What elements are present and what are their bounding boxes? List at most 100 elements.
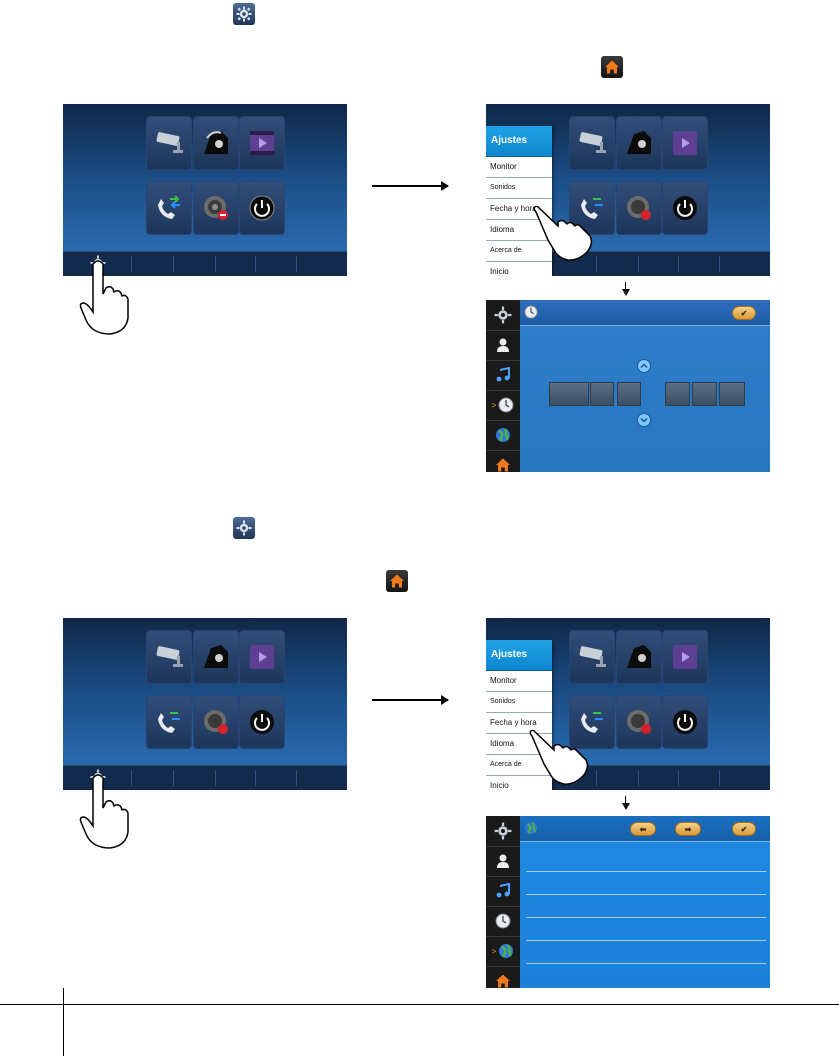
- footer-rule: [0, 1004, 839, 1005]
- gear-icon: [494, 306, 512, 324]
- previous-language-button[interactable]: ⬅: [630, 822, 656, 836]
- speaker-mute-icon: [627, 710, 651, 734]
- home-icon: [386, 570, 408, 592]
- ok-button[interactable]: ✔: [732, 306, 756, 320]
- clock-icon: [498, 397, 514, 413]
- pointing-hand-icon: [533, 206, 593, 261]
- intercom-tile[interactable]: [616, 116, 662, 170]
- settings-gear-icon: [233, 3, 255, 25]
- chevron-up-icon[interactable]: [637, 359, 651, 373]
- globe-icon: [524, 821, 538, 835]
- home-screen-1: [63, 104, 347, 276]
- next-language-button[interactable]: ➡: [675, 822, 701, 836]
- video-tile[interactable]: [239, 116, 285, 170]
- menu-item-home[interactable]: Inicio: [490, 781, 509, 790]
- language-row[interactable]: [526, 871, 766, 872]
- chevron-down-icon[interactable]: [637, 413, 651, 427]
- language-row[interactable]: [526, 917, 766, 918]
- menu-item-sounds[interactable]: Sonidos: [486, 692, 552, 713]
- call-transfer-icon: [158, 712, 180, 733]
- monitor-tile[interactable]: [146, 116, 192, 170]
- intercom-tile[interactable]: [193, 116, 239, 170]
- gear-icon: [494, 822, 512, 840]
- menu-item-about[interactable]: Acerca de: [486, 241, 552, 262]
- sidebar-user[interactable]: [486, 330, 520, 361]
- language-row[interactable]: [526, 963, 766, 964]
- hour-field[interactable]: [665, 382, 690, 406]
- monitor-tile[interactable]: [569, 630, 615, 684]
- pointing-hand-icon: [529, 730, 589, 785]
- language-row[interactable]: [526, 894, 766, 895]
- power-tile[interactable]: [662, 695, 708, 749]
- home-screen-menu-2: Ajustes Monitor Sonidos Fecha y hora Idi…: [486, 618, 770, 790]
- transfer-tile[interactable]: [569, 695, 615, 749]
- intercom-tile[interactable]: [616, 630, 662, 684]
- down-arrow: [622, 282, 630, 296]
- menu-title: Ajustes: [486, 126, 552, 157]
- menu-item-date-time[interactable]: Fecha y hora: [486, 713, 552, 734]
- settings-gear-icon: [233, 517, 255, 539]
- user-icon: [497, 854, 509, 868]
- year-field[interactable]: [549, 382, 589, 406]
- user-icon: [497, 338, 509, 352]
- transfer-tile[interactable]: [146, 695, 192, 749]
- intercom-tile[interactable]: [193, 630, 239, 684]
- menu-item-date-time[interactable]: Fecha y hora: [486, 199, 552, 220]
- video-tile[interactable]: [239, 630, 285, 684]
- sidebar-sounds[interactable]: [486, 876, 520, 907]
- sidebar-settings[interactable]: [486, 816, 520, 847]
- intercom-phone-icon: [627, 645, 651, 668]
- sidebar-language[interactable]: [486, 420, 520, 451]
- mute-tile[interactable]: [616, 695, 662, 749]
- mute-tile[interactable]: [193, 181, 239, 235]
- monitor-tile[interactable]: [569, 116, 615, 170]
- sidebar-home[interactable]: [486, 450, 520, 480]
- speaker-mute-icon: [627, 196, 651, 220]
- sidebar-language[interactable]: >: [486, 936, 520, 967]
- sidebar-clock[interactable]: >: [486, 390, 520, 421]
- intercom-phone-icon: [204, 645, 228, 668]
- second-field[interactable]: [719, 382, 745, 406]
- music-note-icon: [496, 883, 510, 898]
- video-tile[interactable]: [662, 116, 708, 170]
- sidebar-settings[interactable]: [486, 300, 520, 331]
- menu-item-monitor[interactable]: Monitor: [486, 671, 552, 692]
- menu-item-home[interactable]: Inicio: [490, 267, 509, 276]
- power-tile[interactable]: [239, 695, 285, 749]
- mute-tile[interactable]: [193, 695, 239, 749]
- cctv-camera-icon: [579, 132, 606, 153]
- sidebar-sounds[interactable]: [486, 360, 520, 391]
- speaker-mute-icon: [204, 710, 228, 734]
- power-tile[interactable]: [239, 181, 285, 235]
- monitor-tile[interactable]: [146, 630, 192, 684]
- menu-title: Ajustes: [486, 640, 552, 671]
- sidebar-clock[interactable]: [486, 906, 520, 937]
- transfer-tile[interactable]: [146, 181, 192, 235]
- language-row[interactable]: [526, 940, 766, 941]
- clock-icon: [495, 913, 511, 929]
- margin-rule: [63, 988, 64, 1056]
- minute-field[interactable]: [692, 382, 717, 406]
- home-icon: [601, 56, 623, 78]
- ok-button[interactable]: ✔: [732, 822, 756, 836]
- month-field[interactable]: [590, 382, 614, 406]
- mute-tile[interactable]: [616, 181, 662, 235]
- video-tile[interactable]: [662, 630, 708, 684]
- home-screen-2: [63, 618, 347, 790]
- menu-item-sounds[interactable]: Sonidos: [486, 178, 552, 199]
- home-icon: [496, 458, 510, 472]
- power-tile[interactable]: [662, 181, 708, 235]
- menu-item-about[interactable]: Acerca de: [486, 755, 552, 776]
- sidebar-home[interactable]: [486, 966, 520, 996]
- power-icon: [673, 710, 697, 734]
- video-play-icon: [250, 645, 274, 669]
- down-arrow: [622, 796, 630, 810]
- day-field[interactable]: [617, 382, 641, 406]
- menu-item-language[interactable]: Idioma: [486, 734, 552, 755]
- sidebar-user[interactable]: [486, 846, 520, 877]
- menu-item-language[interactable]: Idioma: [486, 220, 552, 241]
- music-note-icon: [496, 367, 510, 382]
- menu-item-monitor[interactable]: Monitor: [486, 157, 552, 178]
- bottom-bar: [63, 251, 347, 276]
- home-screen-menu-1: Ajustes Monitor Sonidos Fecha y hora Idi…: [486, 104, 770, 276]
